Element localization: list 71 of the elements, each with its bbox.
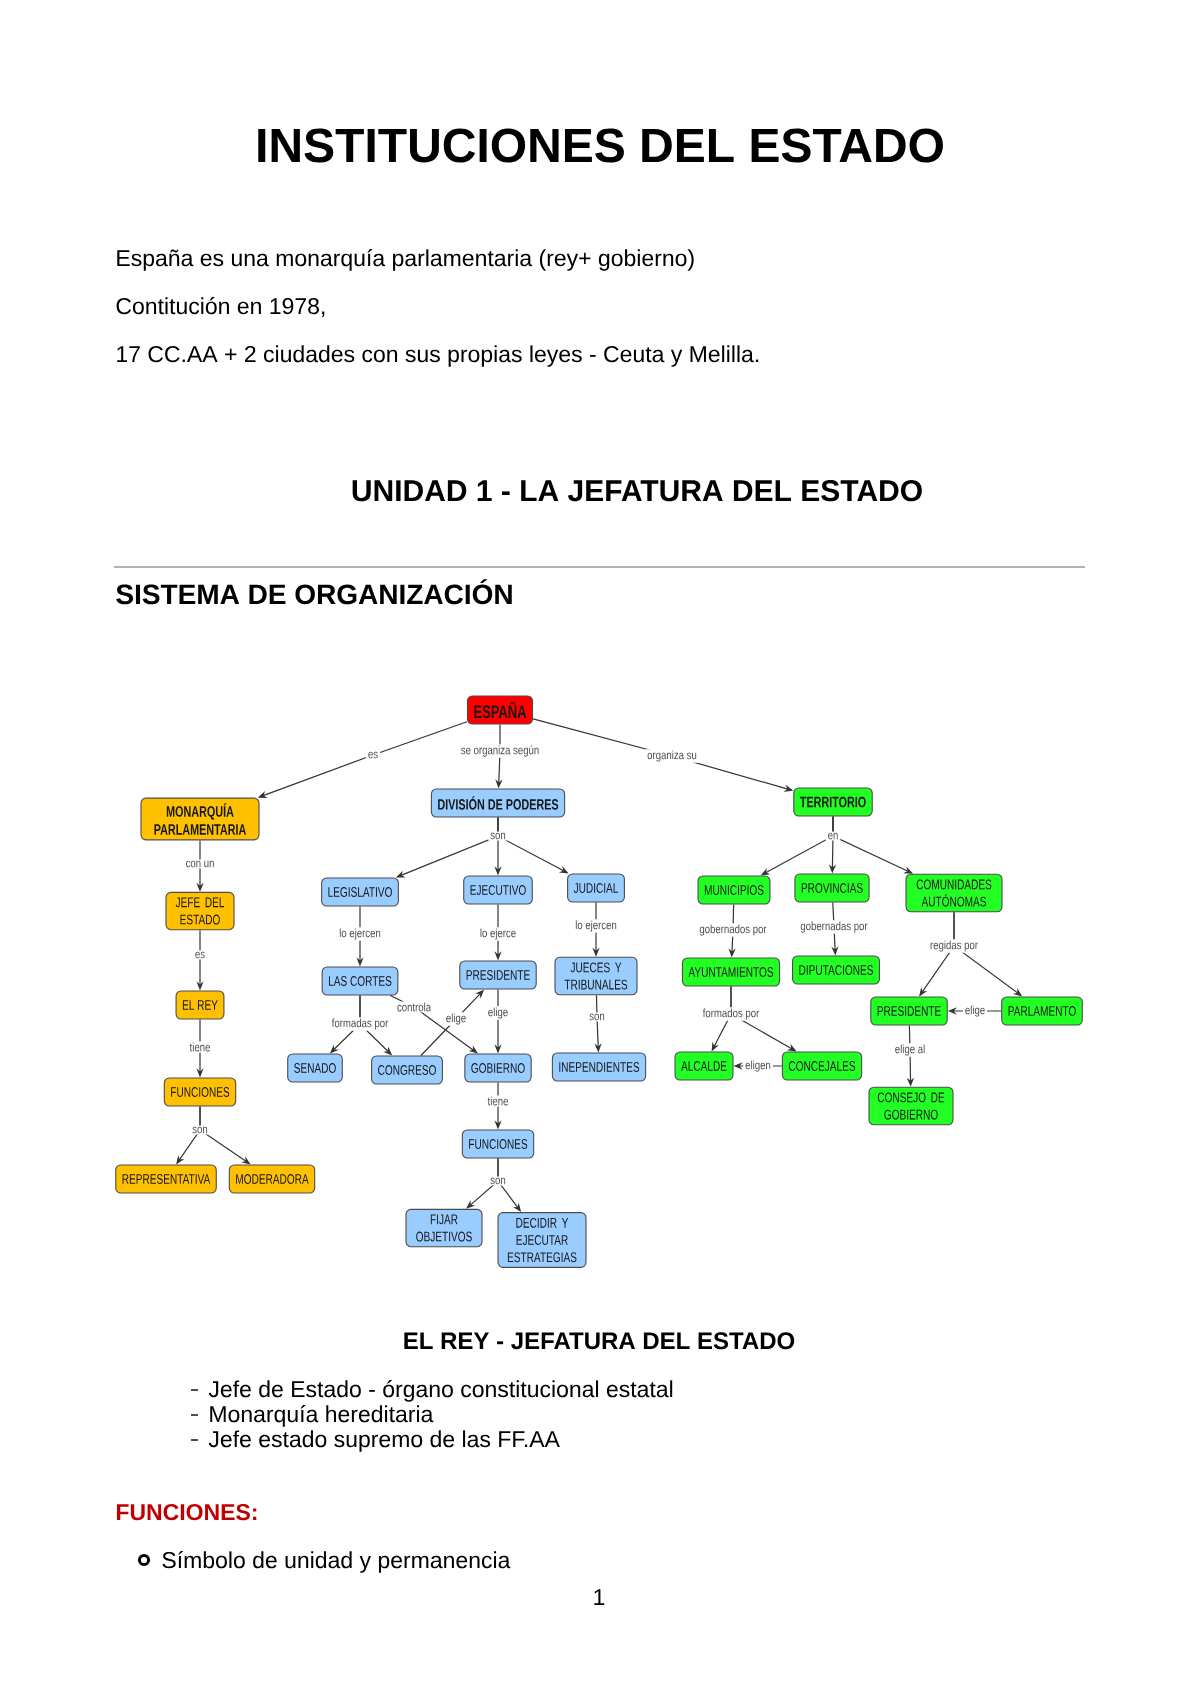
list-item: Jefe estado supremo de las FF.AA (208, 1430, 560, 1452)
page-number: 1 (594, 1589, 605, 1605)
concept-box: FUNCIONES (461, 1129, 535, 1159)
concept-box: JEFE DEL ESTADO (165, 891, 235, 931)
edge-label: tiene (485, 1095, 511, 1107)
edge-label: controla (394, 1001, 434, 1013)
concept-box: ESPAÑA (466, 695, 534, 725)
edge-label: lo ejerce (477, 927, 519, 941)
concept-box: SENADO (287, 1053, 343, 1083)
edge-label: eligen (743, 1059, 773, 1073)
concept-box: ALCALDE (674, 1051, 734, 1081)
concept-box: CONCEJALES (781, 1051, 863, 1081)
list-item: Jefe de Estado - órgano constitucional estatal (208, 1380, 673, 1402)
edge-label: tiene (187, 1041, 213, 1053)
concept-box: INEPENDIENTES (551, 1052, 647, 1082)
concept-box: REPRESENTATIVA (115, 1164, 217, 1194)
edge-label: gobernadas por (798, 920, 870, 934)
concept-box: LAS CORTES (321, 966, 399, 996)
paragraph: España es una monarquía parlamentaria (rey+ gobierno) (117, 249, 694, 271)
concept-box: TERRITORIO (793, 787, 873, 817)
concept-box: DECIDIR Y EJECUTAR ESTRATEGIAS (497, 1212, 587, 1268)
edge-label: son (488, 1176, 508, 1186)
edge-label: son (488, 831, 508, 841)
concept-box: CONSEJO DE GOBIERNO (868, 1086, 954, 1126)
concept-box: COMUNIDADES AUTÓNOMAS (905, 873, 1003, 913)
edge-label: son (190, 1125, 210, 1135)
concept-box: FIJAR OBJETIVOS (405, 1208, 483, 1248)
edge-label: formados por (700, 1007, 762, 1021)
concept-box: PRESIDENTE (459, 960, 537, 990)
section-heading: UNIDAD 1 - LA JEFATURA DEL ESTADO (352, 480, 922, 502)
edge-label: elige al (892, 1043, 928, 1057)
edge-label: elige (485, 1006, 511, 1020)
edge-label: se organiza según (458, 744, 542, 758)
concept-box: DIVISIÓN DE PODERES (430, 788, 566, 818)
concept-box: DIPUTACIONES (792, 955, 880, 985)
edge-label: elige (962, 1004, 988, 1018)
concept-box: PARLAMENTO (1001, 996, 1083, 1026)
concept-box: JUECES Y TRIBUNALES (554, 956, 638, 996)
list-item: Monarquía hereditaria (210, 1405, 434, 1427)
edge-label: lo ejercen (337, 927, 383, 941)
edge-label: gobernados por (697, 923, 769, 937)
concept-box: AYUNTAMIENTOS (681, 957, 781, 987)
edge-label: con un (183, 859, 217, 869)
concept-box: CONGRESO (371, 1055, 443, 1085)
concept-box: LEGISLATIVO (321, 877, 399, 907)
edge-label: elige (443, 1012, 469, 1026)
list-item: Símbolo de unidad y permanencia (162, 1551, 511, 1573)
concept-box: EL REY (175, 990, 225, 1020)
concept-box: PROVINCIAS (794, 873, 870, 903)
section-heading: FUNCIONES: (116, 1503, 257, 1521)
edge-label: es (365, 750, 381, 760)
section-heading: SISTEMA DE ORGANIZACIÓN (116, 579, 512, 605)
edge-label: organiza su (645, 749, 699, 763)
edge-label: regidas por (928, 939, 981, 953)
section-heading: EL REY - JEFATURA DEL ESTADO (404, 1332, 795, 1350)
edge-label: es (192, 950, 208, 960)
edge-label: en (825, 831, 841, 841)
concept-box: EJECUTIVO (463, 875, 533, 905)
edge-label: lo ejercen (573, 919, 619, 933)
concept-box: MODERADORA (228, 1164, 316, 1194)
concept-box: GOBIERNO (464, 1053, 532, 1083)
paragraph: Contitución en 1978, (116, 297, 325, 317)
concept-box: MONARQUÍA PARLAMENTARIA (140, 797, 260, 841)
edge-label: son (587, 1012, 607, 1022)
concept-box: PRESIDENTE (870, 996, 948, 1026)
concept-box: MUNICIPIOS (697, 875, 771, 905)
paragraph: 17 CC.AA + 2 ciudades con sus propias leyes - Ceuta y Melilla. (117, 345, 759, 367)
concept-box: JUDICIAL (567, 873, 625, 903)
concept-box: FUNCIONES (163, 1077, 237, 1107)
edge-label: formadas por (329, 1017, 391, 1031)
page-title: INSTITUCIONES DEL ESTADO (258, 128, 943, 163)
